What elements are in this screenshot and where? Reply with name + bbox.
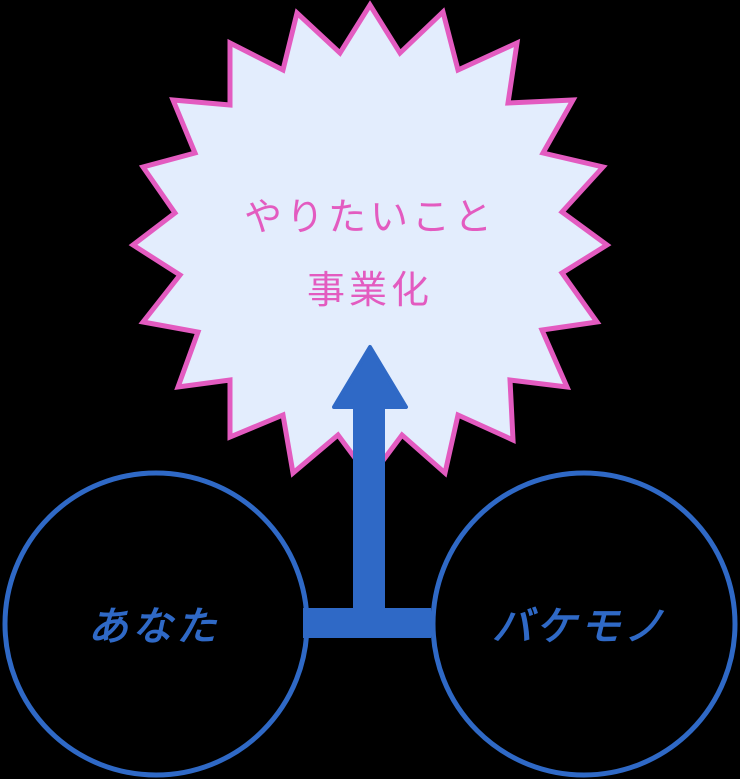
left-circle-label: あなた [88, 604, 220, 650]
left-circle-group: あなた [2, 470, 310, 778]
goal-label-line1: やりたいこと [244, 195, 496, 239]
arrow-shaft [353, 400, 385, 615]
right-circle-group: バケモノ [430, 470, 738, 778]
arrow-up-icon [332, 345, 408, 409]
right-circle-label: バケモノ [492, 604, 668, 650]
right-circle [430, 470, 738, 778]
left-circle [2, 470, 310, 778]
goal-label-line2: 事業化 [307, 268, 433, 312]
connector-arrow [303, 345, 431, 638]
